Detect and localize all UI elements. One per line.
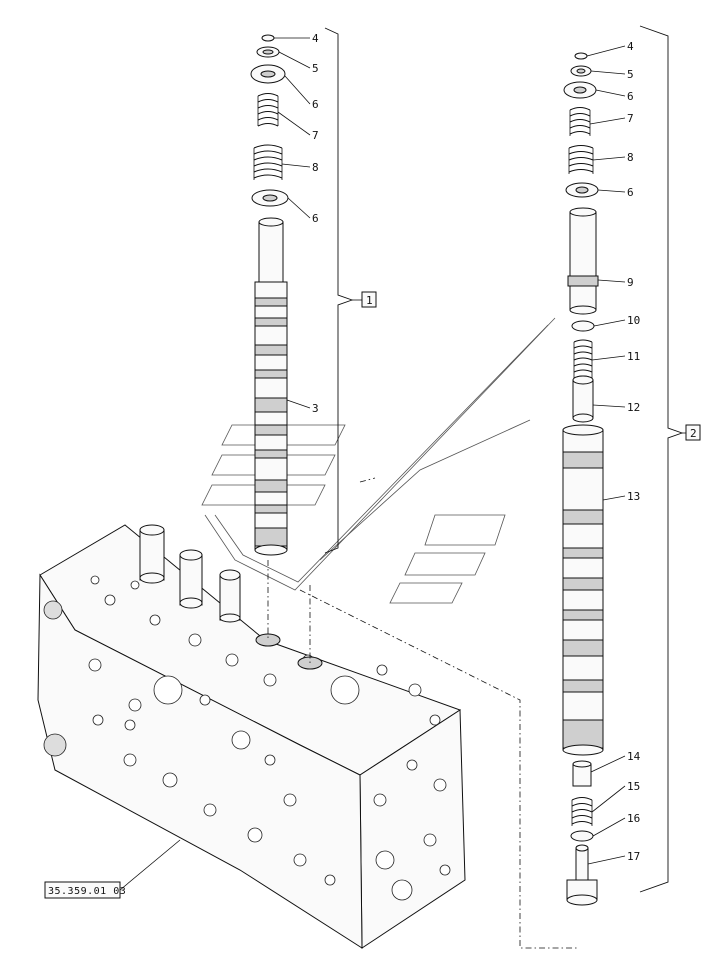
callout-label: 16	[627, 812, 640, 825]
callout-label: 13	[627, 490, 640, 503]
group-label-1: 1	[366, 294, 373, 307]
callout-label: 7	[312, 129, 319, 142]
callout-label: 10	[627, 314, 640, 327]
plunger	[572, 375, 594, 423]
reference-label: 35.359.01 03	[48, 886, 126, 897]
callout-label: 12	[627, 401, 640, 414]
callout-label: 4	[312, 32, 319, 45]
bottom-spring	[571, 796, 593, 826]
callout-label: 5	[312, 62, 319, 75]
callout-label: 4	[627, 40, 634, 53]
callout-label: 3	[312, 402, 319, 415]
callout-label: 11	[627, 350, 640, 363]
group-bracket-right	[639, 25, 684, 893]
callout-label: 6	[627, 186, 634, 199]
callout-label: 6	[627, 90, 634, 103]
main-spool	[562, 424, 604, 756]
right-small-spring	[569, 106, 591, 136]
callout-label: 6	[312, 98, 319, 111]
group-label-box	[361, 291, 377, 308]
ring-seal	[261, 34, 275, 42]
end-plug	[566, 844, 598, 906]
callout-label: 6	[312, 212, 319, 225]
group-bracket-left	[324, 27, 354, 554]
inner-spring	[573, 339, 593, 380]
reference-box	[44, 881, 121, 899]
sleeve	[567, 207, 599, 315]
callout-label: 15	[627, 780, 640, 793]
callout-label: 17	[627, 850, 640, 863]
right-large-spring	[568, 144, 594, 174]
callout-label: 14	[627, 750, 641, 763]
reference-callout: 35.359.01 03	[44, 839, 181, 899]
callout-label: 8	[627, 151, 634, 164]
right-spool-assembly	[562, 52, 604, 906]
callout-label: 9	[627, 276, 634, 289]
callout-label: 8	[312, 161, 319, 174]
valve-block-body	[37, 524, 466, 949]
alignment-lines	[267, 477, 578, 949]
left-callouts: 4 5 6 7 8 6 3 1	[274, 27, 377, 554]
right-callouts: 4 5 6 7 8 6 9 10 11 12 13 14 15 16 17 2	[586, 25, 701, 893]
group-label-box	[685, 424, 701, 441]
small-spring	[257, 92, 279, 127]
callout-label: 5	[627, 68, 634, 81]
large-spring	[253, 144, 283, 180]
group-label-2: 2	[690, 427, 697, 440]
spool-shaft	[254, 217, 288, 556]
callout-label: 7	[627, 112, 634, 125]
left-spool-assembly	[250, 34, 289, 556]
